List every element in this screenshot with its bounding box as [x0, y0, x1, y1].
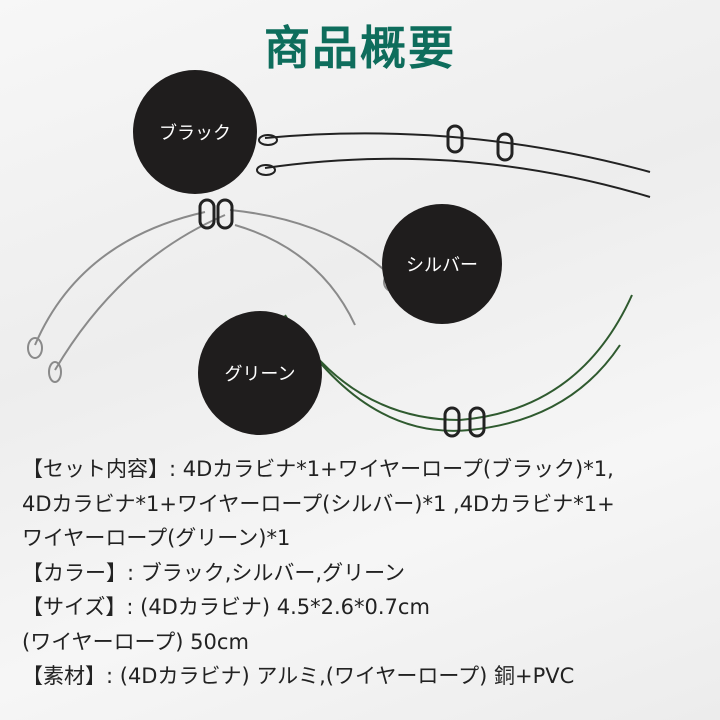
product-illustration [27, 124, 651, 438]
black-color-label: ブラック [133, 70, 257, 194]
spec-line: ワイヤーロープ(グリーン)*1 [22, 526, 291, 550]
black-wire [256, 124, 651, 198]
spec-list: 【セット内容】: 4Dカラビナ*1+ワイヤーロープ(ブラック)*1, 4Dカラビ… [22, 452, 712, 694]
spec-line: 【サイズ】: (4Dカラビナ) 4.5*2.6*0.7cm [22, 595, 430, 619]
spec-line: 4Dカラビナ*1+ワイヤーロープ(シルバー)*1 ,4Dカラビナ*1+ [22, 491, 615, 516]
spec-line: 【セット内容】: 4Dカラビナ*1+ワイヤーロープ(ブラック)*1, [22, 457, 614, 481]
silver-color-label: シルバー [382, 204, 502, 324]
green-color-label: グリーン [198, 311, 322, 435]
page-title: 商品概要 [264, 21, 456, 75]
spec-line: 【カラー】: ブラック,シルバー,グリーン [22, 560, 406, 585]
green-wire [284, 294, 633, 438]
black-label: ブラック [159, 123, 231, 144]
spec-line: (ワイヤーロープ) 50cm [22, 629, 249, 654]
spec-line: 【素材】: (4Dカラビナ) アルミ,(ワイヤーロープ) 銅+PVC [22, 664, 575, 688]
silver-label: シルバー [406, 255, 478, 276]
green-label: グリーン [224, 364, 296, 385]
